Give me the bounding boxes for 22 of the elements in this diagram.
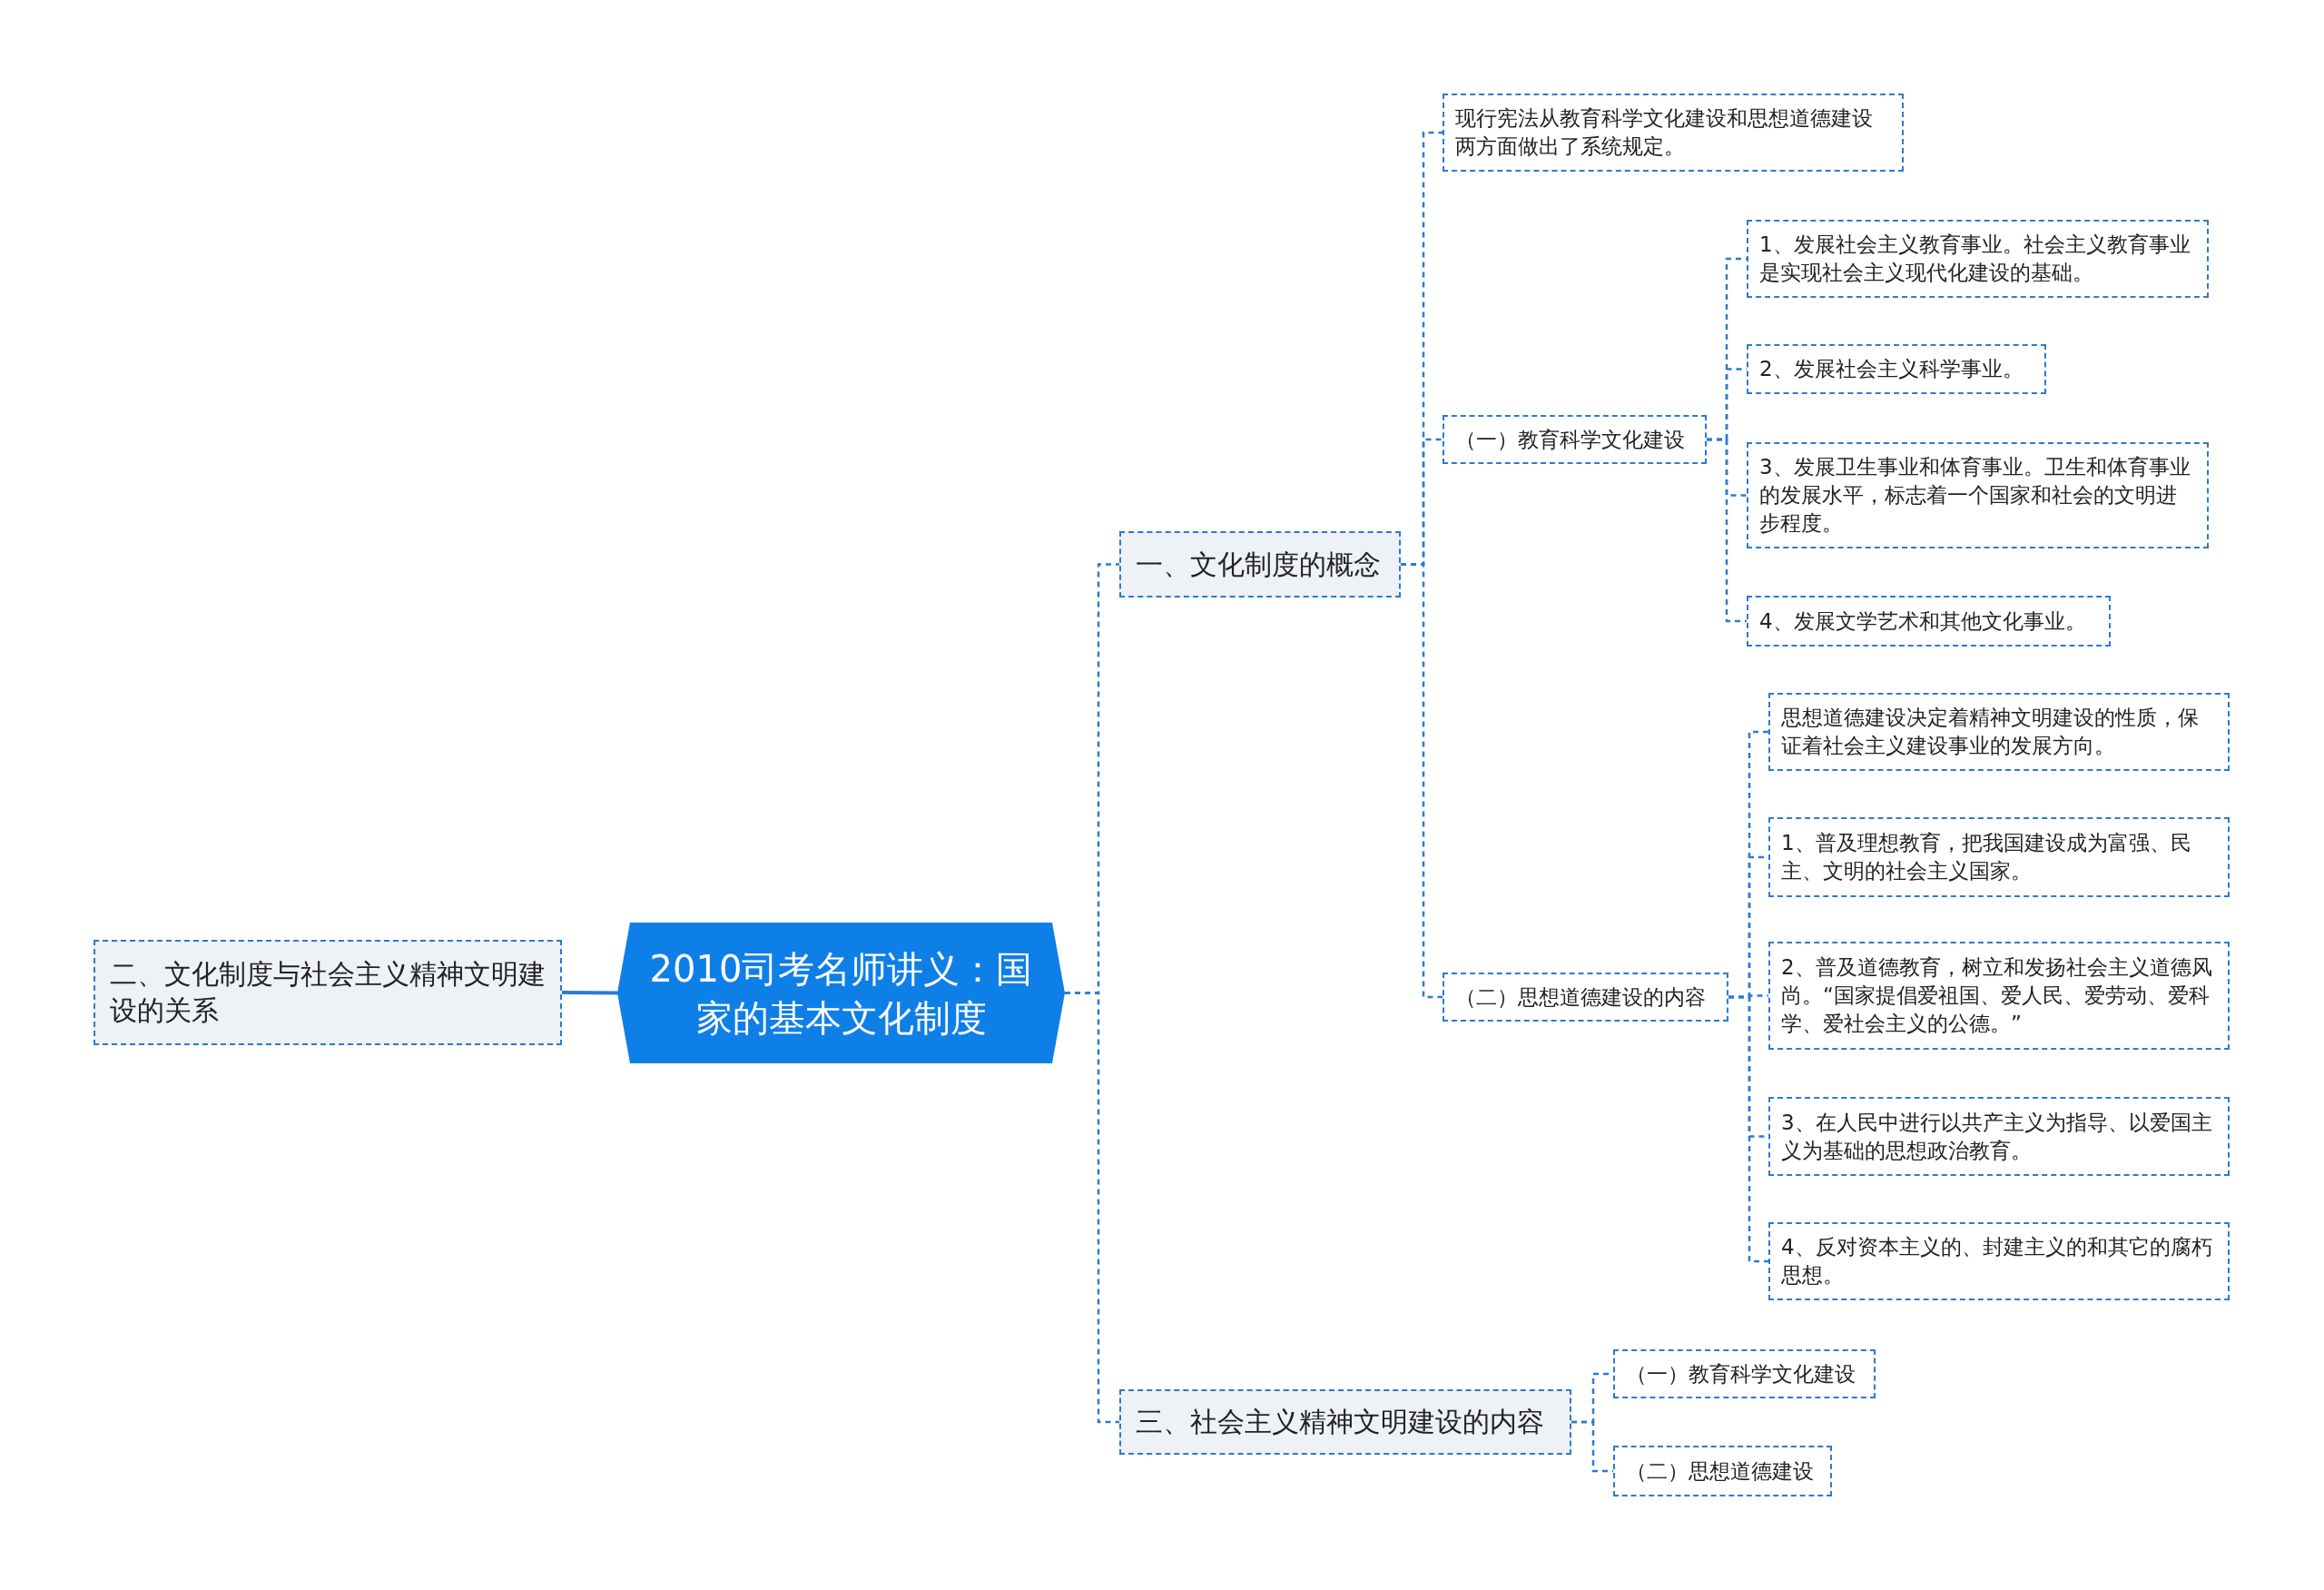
connector-line: [1401, 563, 1443, 999]
connector-line: [1728, 995, 1768, 1263]
subtopic-box: 2、发展社会主义科学事业。: [1747, 344, 2046, 394]
subtopic-box: 3、发展卫生事业和体育事业。卫生和体育事业的发展水平，标志着一个国家和社会的文明进步程度。: [1747, 442, 2209, 548]
subtopic-box: 3、在人民中进行以共产主义为指导、以爱国主义为基础的思想政治教育。: [1768, 1097, 2230, 1176]
connector-line: [1065, 992, 1119, 1424]
subtopic-box: （一）教育科学文化建设: [1443, 415, 1707, 464]
subtopic-box: （一）教育科学文化建设: [1613, 1349, 1876, 1398]
subtopic-box: 4、发展文学艺术和其他文化事业。: [1747, 596, 2111, 647]
subtopic-box: 1、发展社会主义教育事业。社会主义教育事业是实现社会主义现代化建设的基础。: [1747, 220, 2209, 298]
subtopic-box: 2、普及道德教育，树立和发扬社会主义道德风尚。“国家提倡爱祖国、爱人民、爱劳动、爱科学、爱社会主义的公德。”: [1768, 942, 2230, 1050]
subtopic-box: （二）思想道德建设的内容: [1443, 973, 1728, 1022]
subtopic-box: 4、反对资本主义的、封建主义的和其它的腐朽思想。: [1768, 1222, 2230, 1300]
topic-box: 三、社会主义精神文明建设的内容: [1119, 1389, 1571, 1455]
connector-line: [562, 991, 617, 995]
subtopic-box: （二）思想道德建设: [1613, 1446, 1832, 1496]
topic-box: 二、文化制度与社会主义精神文明建设的关系: [94, 940, 562, 1045]
subtopic-box: 现行宪法从教育科学文化建设和思想道德建设两方面做出了系统规定。: [1443, 94, 1904, 172]
subtopic-box: 1、普及理想教育，把我国建设成为富强、民主、文明的社会主义国家。: [1768, 817, 2230, 897]
subtopic-box: 思想道德建设决定着精神文明建设的性质，保证着社会主义建设事业的发展方向。: [1768, 693, 2230, 771]
topic-box: 一、文化制度的概念: [1119, 531, 1401, 597]
connector-line: [1707, 438, 1747, 623]
